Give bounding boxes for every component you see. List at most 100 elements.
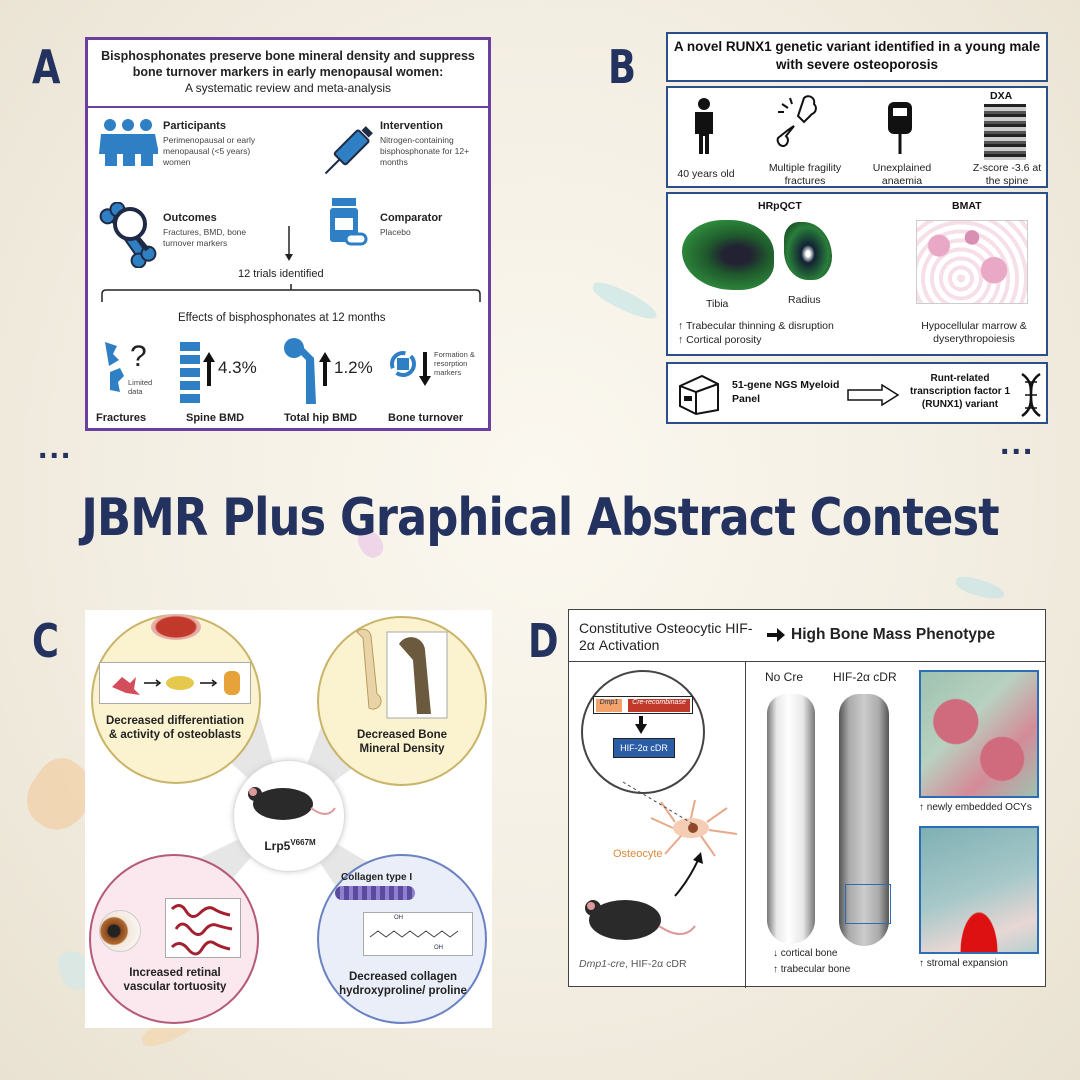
panel-b-patient-row: 40 years old Multiple fragility fracture…	[666, 86, 1048, 188]
no-cre-femur-image	[767, 694, 815, 944]
hif-femur-image	[839, 694, 889, 946]
panel-a-title: Bisphosphonates preserve bone mineral de…	[101, 49, 475, 79]
dotted-link	[619, 780, 699, 835]
trabecular-caption: ↑ trabecular bone	[773, 964, 851, 975]
header-right-text: High Bone Mass Phenotype	[791, 626, 996, 643]
panel-b-abstract: A novel RUNX1 genetic variant identified…	[666, 32, 1048, 424]
up-arrow-icon	[318, 352, 332, 391]
panel-letter-d: D	[528, 614, 559, 668]
contest-title: JBMR Plus Graphical Abstract Contest	[81, 488, 999, 548]
trabecular-text: trabecular bone	[780, 964, 851, 975]
outcomes-text: Fractures, BMD, bone turnover markers	[163, 227, 247, 248]
panel-d-divider	[745, 662, 746, 988]
intervention-text: Nitrogen-containing bisphosphonate for 1…	[380, 135, 470, 167]
spine-bmd-value: 4.3%	[218, 358, 257, 377]
tibia-caption: Tibia	[706, 298, 729, 310]
person-icon	[692, 98, 716, 159]
cortical-caption: ↓ cortical bone	[773, 948, 838, 959]
oh-label-bottom: OH	[434, 945, 443, 951]
zscore-caption: Z-score -3.6 at the spine	[972, 162, 1042, 187]
panel-c-abstract: Decreased differentiation & activity of …	[85, 610, 492, 1028]
construct-circle	[581, 670, 705, 794]
mouse-cre-text: Dmp1-cre	[579, 958, 626, 970]
curved-arrow-icon	[669, 850, 709, 905]
bone-turnover-caption: Bone turnover	[388, 412, 464, 424]
mouse-gene: Lrp5	[264, 839, 291, 853]
question-mark: ?	[130, 340, 147, 373]
ellipsis-right: ...	[1000, 424, 1035, 462]
osteocyte-icon	[641, 798, 741, 863]
bmat-label: BMAT	[952, 200, 982, 212]
sequencer-icon	[676, 372, 722, 421]
hif-label: HIF-2α cDR	[833, 670, 897, 684]
dmp1-label: Dmp1	[596, 699, 622, 712]
mouse-rest-text: , HIF-2α cDR	[625, 958, 687, 970]
trabecular-caption: ↑ Trabecular thinning & disruption	[678, 320, 834, 332]
ocy-histology-image	[919, 670, 1039, 798]
panel-b-imaging-row: HRpQCT BMAT Tibia Radius ↑ Trabecular th…	[666, 192, 1048, 356]
ocys-text: newly embedded OCYs	[926, 802, 1032, 813]
hip-bmd-caption: Total hip BMD	[284, 412, 358, 424]
dmp1-box: Dmp1 Cre-recombinase	[593, 696, 693, 714]
bone-magnifier-icon	[96, 201, 160, 273]
panel-b-header: A novel RUNX1 genetic variant identified…	[666, 32, 1048, 82]
mouse-variant: V667M	[290, 838, 316, 847]
fractures-caption: Multiple fragility fractures	[768, 162, 842, 187]
spine-icon	[180, 342, 200, 409]
participants-label: Participants	[163, 120, 226, 132]
mouse-icon	[245, 780, 337, 835]
mouse-genotype: Dmp1-cre, HIF-2α cDR	[579, 958, 687, 970]
limited-data: Limited data	[128, 378, 153, 396]
dxa-label: DXA	[990, 90, 1013, 102]
collagen-type-label: Collagen type I	[341, 872, 413, 883]
anaemia-caption: Unexplained anaemia	[872, 162, 932, 187]
cre-label: Cre-recombinase	[628, 699, 690, 712]
mouse-label: Lrp5V667M	[255, 838, 325, 853]
right-arrow-icon	[846, 383, 900, 411]
ocys-caption: ↑ newly embedded OCYs	[919, 802, 1032, 813]
comparator-label: Comparator	[380, 212, 443, 224]
trials-identified: 12 trials identified	[238, 268, 324, 280]
runx1-variant-label: Runt-related transcription factor 1 (RUN…	[909, 373, 1011, 410]
broken-bone-icon	[100, 338, 130, 403]
bmd-text: Decreased Bone Mineral Density	[356, 729, 448, 755]
stromal-histology-image	[919, 826, 1039, 954]
panel-d-header: Constitutive Osteocytic HIF-2α Activatio…	[569, 610, 1045, 662]
outcomes-label: Outcomes	[163, 212, 217, 224]
panel-d-abstract: Constitutive Osteocytic HIF-2α Activatio…	[568, 609, 1046, 988]
oh-label-top: OH	[394, 915, 403, 921]
up-arrow-icon	[202, 352, 216, 391]
stromal-text: stromal expansion	[926, 958, 1008, 969]
participants-text: Perimenopausal or early menopausal (<5 y…	[163, 135, 256, 167]
cortical-text: Cortical porosity	[686, 334, 762, 346]
women-group-icon	[98, 118, 159, 173]
confetti-ribbon	[953, 573, 1007, 603]
trabecular-text: Trabecular thinning & disruption	[685, 320, 834, 332]
molecule-image: OH OH	[363, 912, 473, 956]
pill-bottle-icon	[328, 196, 368, 253]
age-caption: 40 years old	[677, 168, 735, 180]
ellipsis-left: ...	[38, 428, 73, 466]
panel-letter-a: A	[32, 40, 61, 94]
down-arrow-icon	[418, 352, 432, 391]
hip-bmd-value: 1.2%	[334, 358, 373, 377]
femur-bone-icon	[347, 624, 457, 729]
no-cre-label: No Cre	[765, 670, 804, 684]
down-arrow-icon	[284, 226, 294, 267]
ngs-panel-label: 51-gene NGS Myeloid Panel	[732, 379, 840, 405]
comparator-text: Placebo	[380, 227, 411, 237]
fractured-bone-icon	[774, 94, 830, 161]
marrow-caption: Hypocellular marrow & dyserythropoiesis	[921, 320, 1027, 345]
panel-a-subtitle: A systematic review and meta-analysis	[184, 81, 392, 95]
cortical-caption: ↑ Cortical porosity	[678, 334, 762, 346]
mouse-icon	[579, 888, 699, 953]
bracket-line	[96, 284, 486, 309]
panel-letter-b: B	[608, 40, 637, 94]
turnover-cycle-icon	[388, 346, 418, 387]
down-arrow-icon	[635, 716, 647, 739]
zoom-box	[845, 884, 891, 924]
dna-icon	[1018, 372, 1044, 423]
intervention-label: Intervention	[380, 120, 443, 132]
eye-icon	[99, 910, 141, 952]
panel-letter-c: C	[32, 614, 60, 668]
